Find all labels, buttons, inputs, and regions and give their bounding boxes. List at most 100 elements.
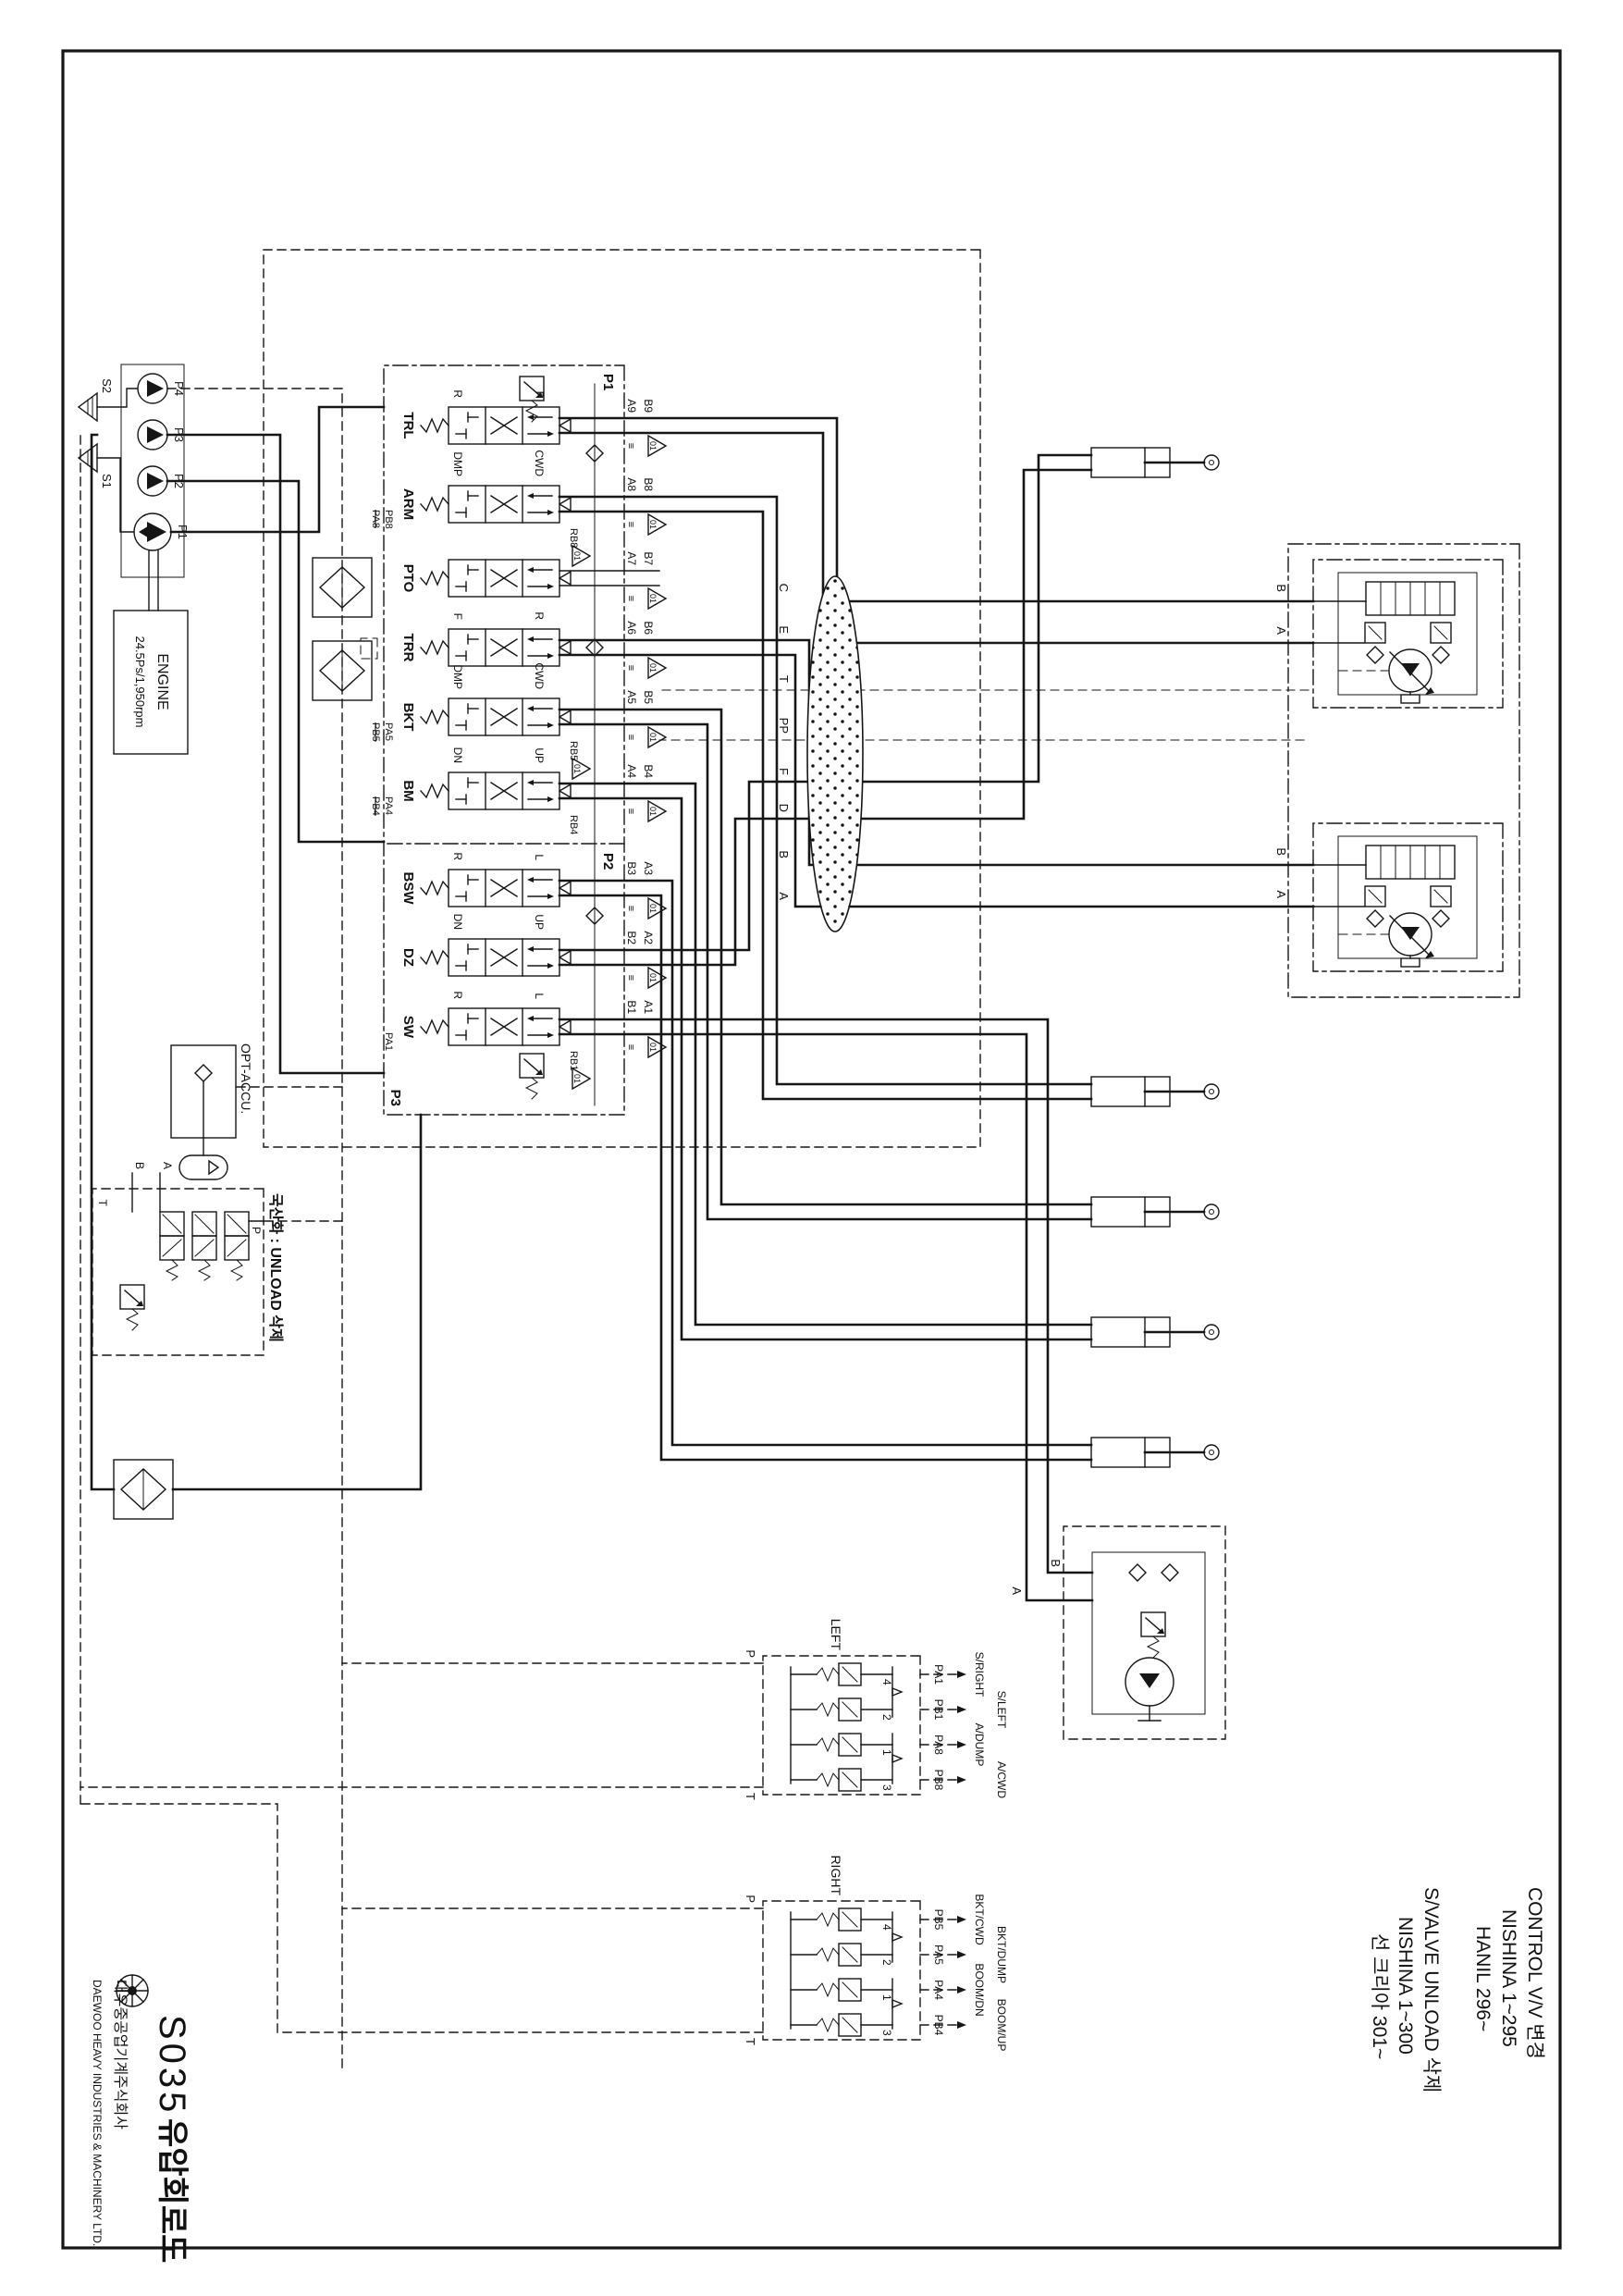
- port-label: A4: [625, 764, 638, 778]
- port-label: A8: [625, 477, 638, 491]
- plug-icon: ≡: [625, 596, 636, 601]
- check-valve-icon: [1161, 1563, 1179, 1582]
- check-valve-icon: [194, 1064, 213, 1082]
- pilot-code: PB1: [932, 1699, 945, 1721]
- main-control-valve: P1 P2 P3: [383, 364, 625, 1116]
- position-label: DN: [451, 914, 464, 930]
- revision-number: 01: [572, 764, 582, 773]
- pilot-circuit-boundary: [263, 249, 1520, 1148]
- pilot-code: PA5: [932, 1944, 945, 1965]
- opt-accu-label: OPT-ACCU.: [239, 1043, 253, 1114]
- note-rev2-line1: S/VALVE UNLOAD 삭제: [1420, 1887, 1442, 2092]
- port-label: A2: [642, 931, 655, 944]
- suction-s2-label: S2: [100, 378, 114, 393]
- joystick-left: LEFT 4 2 1 3 PA1 PB1 PA8 PB8 S/RIGHT S/L…: [80, 1619, 1008, 1800]
- function-label: BKT/CWD: [973, 1894, 986, 1945]
- valve-group-p3-label: P3: [387, 1090, 403, 1106]
- pilot-code: PB4: [932, 2015, 945, 2036]
- position-label: R: [533, 611, 546, 620]
- plug-icon: ≡: [625, 443, 636, 449]
- pilot-code: PA1: [932, 1664, 945, 1685]
- suction-strainer-s2-icon: [78, 392, 98, 422]
- section-label: PTO: [400, 564, 416, 593]
- section-label: TRL: [400, 412, 416, 438]
- pilot-port-label: PA4: [383, 796, 394, 815]
- revision-number: 01: [648, 520, 658, 529]
- port-label: A5: [625, 690, 638, 704]
- port-t-label: T: [744, 2038, 757, 2045]
- port-label: B7: [642, 551, 655, 565]
- pump-p2-icon: [137, 465, 168, 497]
- engine-label: ENGINE: [154, 653, 170, 710]
- joystick-label: LEFT: [829, 1619, 843, 1651]
- port-number: 1: [880, 1749, 893, 1756]
- engine-box: [113, 610, 189, 755]
- pump-discharge-lines: [166, 388, 386, 2068]
- port-number: 3: [880, 2030, 893, 2036]
- travel-motor-icon: [1313, 560, 1503, 708]
- port-label: B6: [642, 621, 655, 635]
- return-filter-icon: [113, 1459, 174, 1520]
- revision-number: 01: [648, 807, 658, 816]
- title-block: S035 유압회로도 대우중공업기계주식회사 DAEWOO HEAVY INDU…: [91, 1974, 192, 2263]
- spool-icon: [420, 559, 572, 598]
- function-label: S/LEFT: [995, 1691, 1008, 1729]
- dozer-cylinder-icon: [1089, 446, 1221, 479]
- swivel-port-label: B: [777, 850, 791, 858]
- unload-note: 국산화 : UNLOAD 삭제: [267, 1193, 285, 1342]
- return-line-group: [90, 433, 423, 1520]
- position-label: DMP: [451, 451, 464, 476]
- pilot-port-label: RB4: [568, 815, 579, 834]
- port-number: 3: [880, 1784, 893, 1791]
- plug-icon: ≡: [625, 522, 636, 527]
- section-label: BM: [400, 780, 416, 801]
- motor-port-a-label: A: [1274, 626, 1288, 635]
- pilot-line-filter-icon: [312, 640, 373, 701]
- port-b-label: B: [133, 1162, 146, 1169]
- port-t-label: T: [96, 1200, 109, 1207]
- unload-solenoid-block: 국산화 : UNLOAD 삭제 P T A B: [92, 1162, 343, 1356]
- sheet-border: [61, 49, 1562, 2250]
- engine-pump-group: P4 P3 P2 P1 ENGINE 24.5Ps/1,950rpm S2 S1: [78, 364, 190, 755]
- port-label: B1: [625, 1000, 638, 1014]
- position-label: UP: [533, 747, 546, 763]
- port-label: A1: [642, 1000, 655, 1014]
- function-label: A/DUMP: [973, 1723, 986, 1767]
- swing-port-a-label: A: [1010, 1586, 1024, 1595]
- pilot-code: PB5: [932, 1909, 945, 1931]
- port-p-label: P: [744, 1895, 757, 1903]
- joystick-right: RIGHT 4 2 1 3 PB5 PA5 PA4 PB4 BKT/CWD BK…: [80, 1803, 1008, 2051]
- pilot-port-label: PA5: [383, 722, 394, 741]
- port-label: A9: [625, 399, 638, 413]
- revision-number: 01: [648, 733, 658, 742]
- port-p-label: P: [744, 1649, 757, 1658]
- plug-icon: ≡: [625, 665, 636, 671]
- spool-icon: [420, 772, 572, 810]
- spool-icon: [420, 406, 572, 445]
- note-rev1-line2: NISHINA 1~295: [1498, 1909, 1519, 2047]
- plug-icon: ≡: [625, 1044, 636, 1050]
- spool-icon: [420, 628, 572, 667]
- swing-port-b-label: B: [1049, 1559, 1063, 1567]
- model-title: S035: [152, 2015, 192, 2116]
- valve-section-pto: PTO B7 A7 01 ≡: [400, 551, 667, 610]
- pilot-port-label: RB8: [568, 528, 579, 548]
- pilot-code: PA8: [932, 1734, 945, 1755]
- section-label: DZ: [400, 948, 416, 967]
- boom-cylinder-icon: [1089, 1315, 1221, 1349]
- swivel-port-label: C: [777, 584, 791, 592]
- pilot-code: PA4: [932, 1980, 945, 2000]
- section-label: ARM: [400, 488, 416, 520]
- motor-port-b-label: B: [1274, 584, 1288, 592]
- pilot-filter-icon: [312, 557, 373, 618]
- position-label: R: [451, 852, 464, 860]
- pilot-port-label-old: PA8: [370, 510, 381, 528]
- function-label: A/CWD: [995, 1761, 1008, 1798]
- check-valve-icon: [1128, 1563, 1147, 1582]
- swing-motor-block: B A: [1010, 1525, 1226, 1740]
- valve-group-p2-label: P2: [600, 853, 616, 870]
- swivel-port-label: T: [777, 675, 791, 683]
- position-label: CWD: [533, 450, 546, 476]
